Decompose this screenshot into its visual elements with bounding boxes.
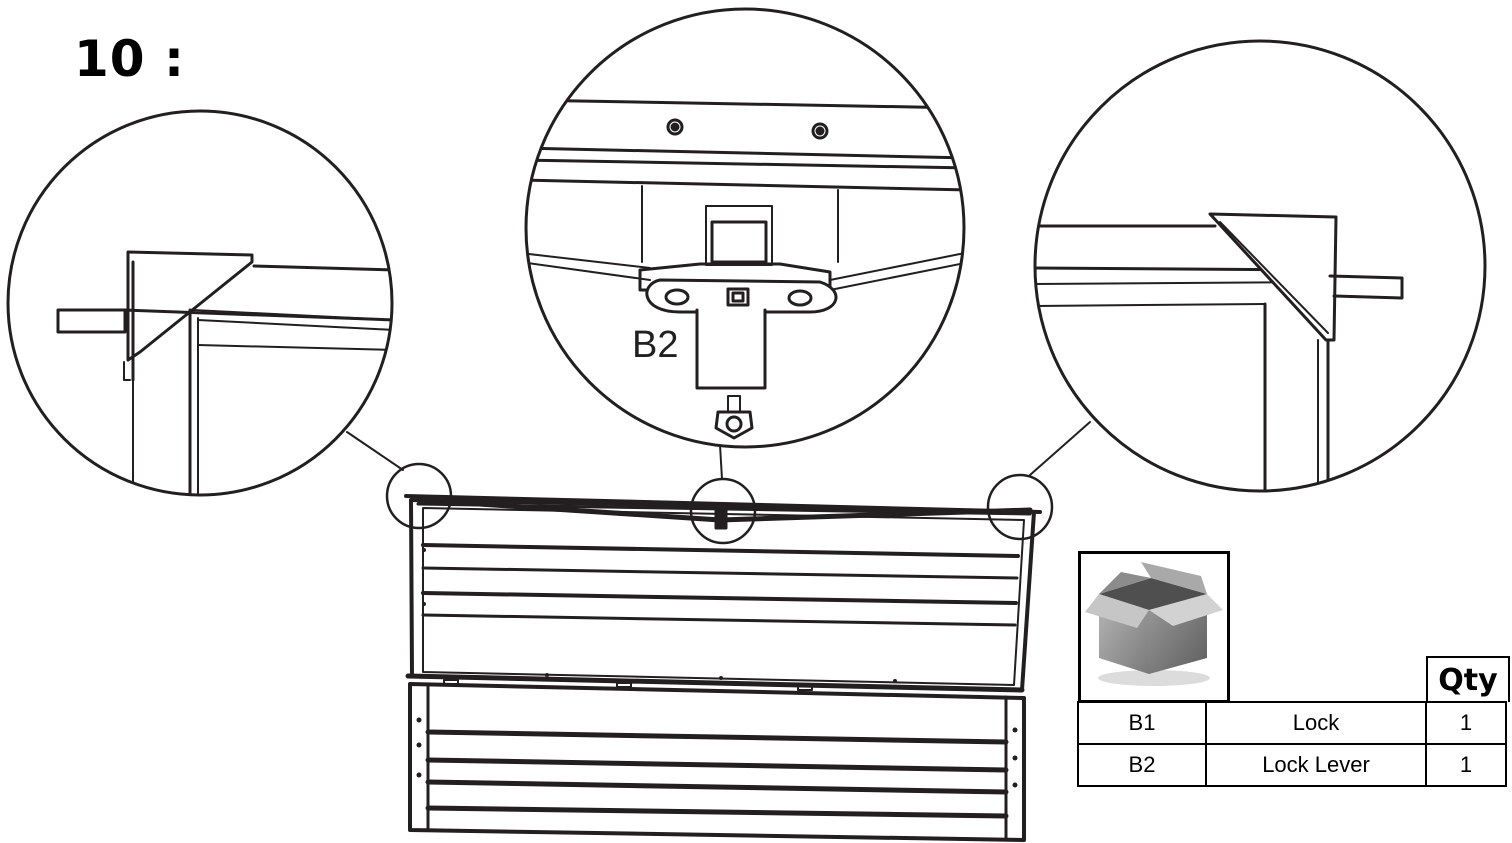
parts-box-image <box>1078 551 1230 703</box>
part-code: B1 <box>1077 701 1207 745</box>
part-label-b2: B2 <box>632 324 678 366</box>
table-row: B1 Lock 1 <box>1077 701 1507 745</box>
part-qty: 1 <box>1425 701 1507 745</box>
part-qty: 1 <box>1425 743 1507 787</box>
part-name: Lock Lever <box>1205 743 1427 787</box>
left-corner-detail <box>56 250 392 495</box>
storage-unit-drawing <box>404 494 1042 842</box>
part-name: Lock <box>1205 701 1427 745</box>
table-row: B2 Lock Lever 1 <box>1077 743 1507 787</box>
right-corner-detail <box>1035 212 1404 491</box>
center-lock-detail <box>526 98 964 440</box>
part-code: B2 <box>1077 743 1207 787</box>
qty-column-header: Qty <box>1426 656 1510 702</box>
step-title: 10 : <box>74 30 185 88</box>
parts-table: B1 Lock 1 B2 Lock Lever 1 <box>1077 701 1507 787</box>
box-icon <box>1085 562 1223 686</box>
